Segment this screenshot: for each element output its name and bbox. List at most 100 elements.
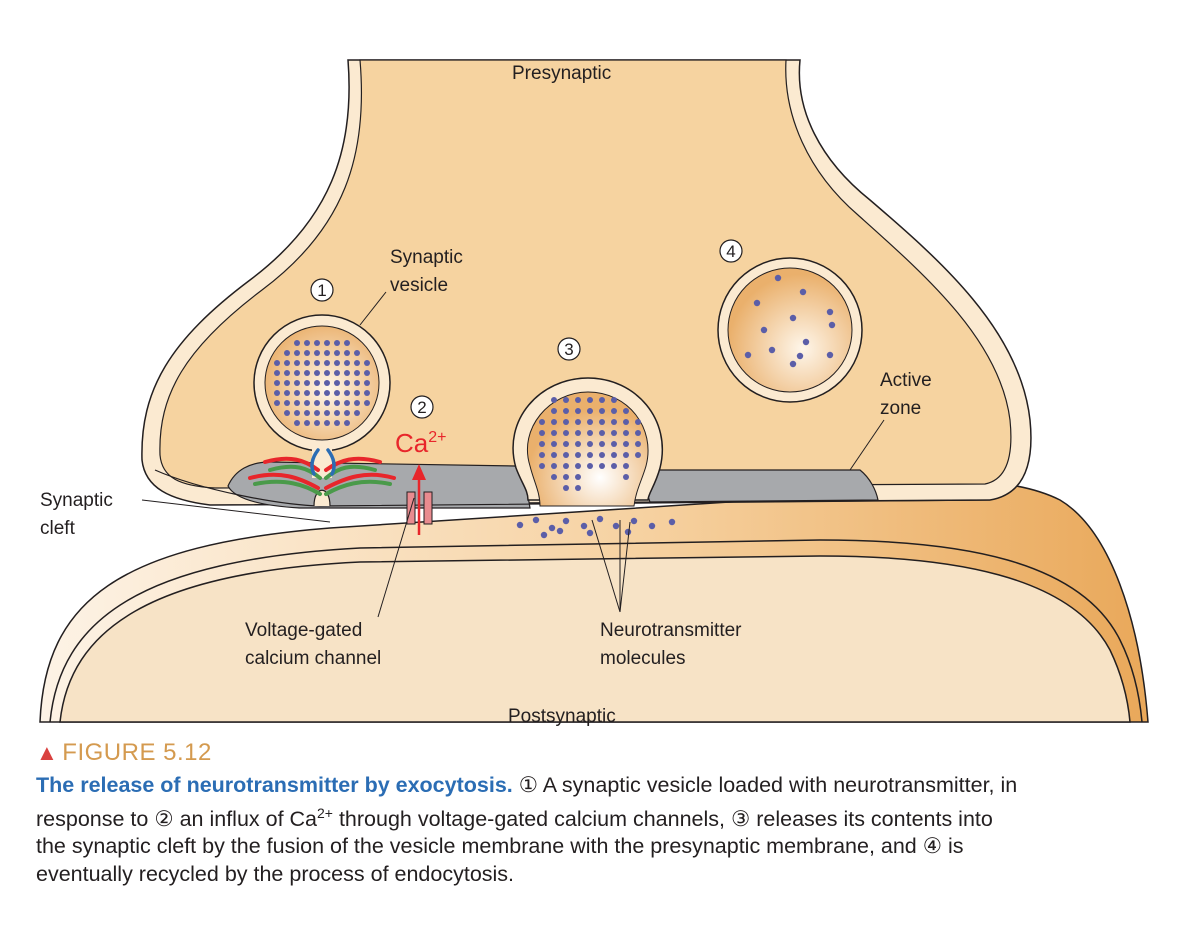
neurotransmitter-molecule bbox=[563, 452, 569, 458]
neurotransmitter-molecule bbox=[304, 380, 310, 386]
neurotransmitter-molecule bbox=[364, 390, 370, 396]
neurotransmitter-molecule bbox=[540, 531, 548, 539]
neurotransmitter-molecule bbox=[575, 397, 581, 403]
neurotransmitter-molecule bbox=[596, 515, 604, 523]
neurotransmitter-molecule bbox=[575, 430, 581, 436]
neurotransmitter-molecule bbox=[623, 441, 629, 447]
neurotransmitter-molecule bbox=[599, 430, 605, 436]
neurotransmitter-molecule bbox=[611, 430, 617, 436]
svg-text:4: 4 bbox=[726, 242, 735, 261]
neurotransmitter-molecule bbox=[575, 408, 581, 414]
neurotransmitter-molecule bbox=[563, 419, 569, 425]
neurotransmitter-molecule bbox=[354, 370, 360, 376]
neurotransmitter-molecule bbox=[599, 441, 605, 447]
neurotransmitter-molecule bbox=[563, 474, 569, 480]
neurotransmitter-molecule bbox=[294, 390, 300, 396]
neurotransmitter-molecule bbox=[364, 400, 370, 406]
neurotransmitter-molecule bbox=[623, 474, 629, 480]
svg-text:2: 2 bbox=[417, 398, 426, 417]
snare-complex bbox=[248, 448, 396, 496]
neurotransmitter-molecule bbox=[344, 420, 350, 426]
neurotransmitter-molecule bbox=[294, 370, 300, 376]
neurotransmitter-molecule bbox=[744, 351, 752, 359]
neurotransmitter-molecule bbox=[563, 397, 569, 403]
neurotransmitter-molecule bbox=[539, 452, 545, 458]
neurotransmitter-molecule bbox=[599, 419, 605, 425]
neurotransmitter-molecule bbox=[334, 370, 340, 376]
step-marker-3: 3 bbox=[557, 337, 581, 361]
neurotransmitter-molecule bbox=[599, 463, 605, 469]
neurotransmitter-molecule bbox=[324, 340, 330, 346]
neurotransmitter-molecules-vesicle-3 bbox=[539, 397, 641, 491]
neurotransmitter-molecule bbox=[344, 360, 350, 366]
neurotransmitter-molecule bbox=[623, 408, 629, 414]
neurotransmitter-molecule bbox=[314, 370, 320, 376]
neurotransmitter-molecule bbox=[284, 390, 290, 396]
neurotransmitter-molecule bbox=[575, 452, 581, 458]
neurotransmitter-molecule bbox=[586, 529, 594, 537]
neurotransmitter-molecule bbox=[314, 350, 320, 356]
neurotransmitter-molecule bbox=[753, 299, 761, 307]
neurotransmitter-molecule bbox=[344, 400, 350, 406]
neurotransmitter-molecule bbox=[599, 452, 605, 458]
neurotransmitter-molecule bbox=[344, 380, 350, 386]
neurotransmitter-molecule bbox=[826, 351, 834, 359]
neurotransmitter-molecule bbox=[294, 350, 300, 356]
neurotransmitter-molecule bbox=[611, 452, 617, 458]
neurotransmitter-molecule bbox=[563, 430, 569, 436]
neurotransmitter-label: Neurotransmitter bbox=[600, 620, 742, 641]
neurotransmitter-molecule bbox=[314, 390, 320, 396]
postsynaptic-body bbox=[59, 555, 1131, 723]
active-zone-label: zone bbox=[880, 398, 921, 419]
neurotransmitter-molecule bbox=[611, 408, 617, 414]
synapse-diagram: Ca2+ 1 2 3 4 Presynaptic Synaptic vesicl… bbox=[39, 59, 1149, 727]
neurotransmitter-molecule bbox=[551, 430, 557, 436]
neurotransmitter-molecule bbox=[760, 326, 768, 334]
neurotransmitter-molecule bbox=[539, 463, 545, 469]
neurotransmitter-molecule bbox=[587, 452, 593, 458]
neurotransmitter-molecule bbox=[587, 419, 593, 425]
figure-caption: ▲FIGURE 5.12 The release of neurotransmi… bbox=[36, 738, 1156, 888]
neurotransmitter-molecule bbox=[551, 474, 557, 480]
neurotransmitter-molecule bbox=[563, 441, 569, 447]
neurotransmitter-molecule bbox=[334, 420, 340, 426]
neurotransmitter-molecule bbox=[826, 308, 834, 316]
caption-text: through voltage-gated calcium channels, … bbox=[36, 806, 993, 886]
neurotransmitter-molecule bbox=[575, 441, 581, 447]
neurotransmitter-molecule bbox=[324, 390, 330, 396]
neurotransmitter-molecule bbox=[344, 340, 350, 346]
neurotransmitter-molecule bbox=[548, 524, 556, 532]
neurotransmitter-molecule bbox=[789, 360, 797, 368]
vesicle-recycled-lumen bbox=[727, 267, 853, 393]
svg-text:1: 1 bbox=[317, 281, 326, 300]
neurotransmitter-molecule bbox=[648, 522, 656, 530]
calcium-channel-label: Voltage-gated bbox=[245, 620, 362, 641]
neurotransmitter-molecule bbox=[611, 463, 617, 469]
neurotransmitter-molecule bbox=[304, 360, 310, 366]
neurotransmitter-molecule bbox=[623, 430, 629, 436]
neurotransmitter-molecule bbox=[364, 360, 370, 366]
neurotransmitter-molecule bbox=[304, 390, 310, 396]
neurotransmitter-molecule bbox=[796, 352, 804, 360]
neurotransmitter-molecule bbox=[304, 400, 310, 406]
neurotransmitter-molecule bbox=[612, 522, 620, 530]
neurotransmitter-molecule bbox=[539, 430, 545, 436]
neurotransmitter-molecule bbox=[354, 400, 360, 406]
caption-text: ① A synaptic vesicle loaded with neurotr… bbox=[36, 773, 1018, 831]
neurotransmitter-molecule bbox=[274, 360, 280, 366]
neurotransmitter-molecule bbox=[334, 390, 340, 396]
neurotransmitter-molecule bbox=[354, 360, 360, 366]
neurotransmitter-molecule bbox=[551, 441, 557, 447]
active-zone-label: Active bbox=[880, 370, 932, 391]
neurotransmitter-molecule bbox=[774, 274, 782, 282]
neurotransmitter-molecule bbox=[354, 350, 360, 356]
neurotransmitter-molecule bbox=[532, 516, 540, 524]
neurotransmitter-molecule bbox=[314, 410, 320, 416]
neurotransmitter-molecule bbox=[624, 528, 632, 536]
neurotransmitter-molecule bbox=[354, 380, 360, 386]
neurotransmitter-molecule bbox=[611, 397, 617, 403]
neurotransmitter-molecule bbox=[284, 380, 290, 386]
neurotransmitter-molecule bbox=[324, 420, 330, 426]
neurotransmitter-molecule bbox=[551, 452, 557, 458]
neurotransmitter-molecule bbox=[274, 380, 280, 386]
